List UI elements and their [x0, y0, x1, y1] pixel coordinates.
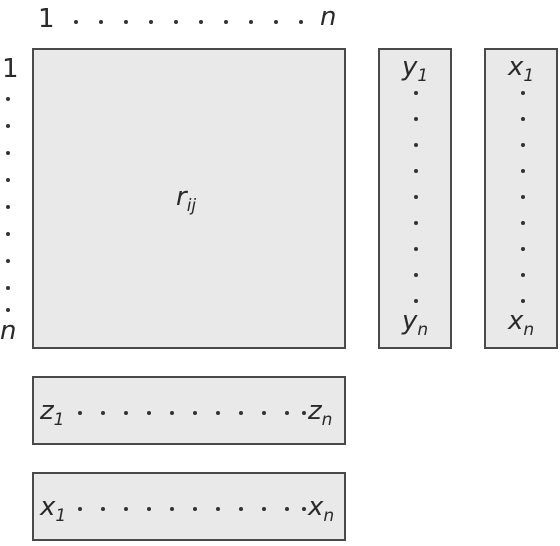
dot [124, 20, 128, 24]
column-x-first-sub: 1 [523, 66, 535, 86]
dot [414, 299, 418, 303]
column-y-first-sub: 1 [417, 66, 429, 86]
column-x-first: x1 [508, 52, 534, 85]
row-x-last: xn [308, 492, 334, 525]
dot [170, 507, 174, 511]
dot [224, 20, 228, 24]
column-x-last: xn [508, 306, 534, 339]
matrix-label: rij [176, 182, 196, 215]
dot [78, 411, 82, 415]
dot [6, 286, 10, 290]
dot [6, 124, 10, 128]
dot [6, 259, 10, 263]
dot [414, 273, 418, 277]
row-vector-z [32, 376, 346, 445]
dot [521, 299, 525, 303]
dot [101, 507, 105, 511]
column-x-last-sub: n [523, 320, 535, 340]
row-z-last-sub: n [321, 410, 333, 430]
dot [521, 195, 525, 199]
dot [274, 20, 278, 24]
dot [170, 411, 174, 415]
dot [302, 507, 306, 511]
column-y-first: y1 [402, 52, 428, 85]
dot [521, 273, 525, 277]
column-y-last-base: y [402, 306, 418, 336]
matrix-r [32, 48, 346, 349]
row-x-last-base: x [308, 492, 324, 522]
dot [6, 308, 10, 312]
dot [262, 507, 266, 511]
dot [414, 195, 418, 199]
dot [147, 411, 151, 415]
dot [6, 205, 10, 209]
row-z-first-sub: 1 [53, 410, 65, 430]
dot [239, 411, 243, 415]
row-x-first-sub: 1 [55, 506, 67, 526]
dot [285, 411, 289, 415]
row-z-first: z1 [40, 396, 64, 429]
dot [199, 20, 203, 24]
column-y-last-sub: n [417, 320, 429, 340]
matrix-symbol: r [176, 182, 187, 212]
dot [299, 20, 303, 24]
dot [6, 178, 10, 182]
dot [521, 117, 525, 121]
row-vector-x [32, 472, 346, 541]
dot [99, 20, 103, 24]
dot [101, 411, 105, 415]
dot [414, 143, 418, 147]
dot [414, 169, 418, 173]
column-y-first-base: y [402, 52, 418, 82]
dot [193, 507, 197, 511]
dot [6, 151, 10, 155]
dot [6, 232, 10, 236]
top-index-end: n [320, 2, 337, 32]
matrix-subscript: ij [186, 196, 197, 216]
dot [249, 20, 253, 24]
row-x-last-sub: n [323, 506, 335, 526]
left-index-start: 1 [2, 54, 19, 84]
dot [149, 20, 153, 24]
dot [414, 117, 418, 121]
row-z-last-base: z [308, 396, 322, 426]
dot [521, 169, 525, 173]
dot [239, 507, 243, 511]
dot [74, 20, 78, 24]
dot [414, 221, 418, 225]
dot [174, 20, 178, 24]
dot [285, 507, 289, 511]
dot [521, 247, 525, 251]
dot [78, 507, 82, 511]
row-z-first-base: z [40, 396, 54, 426]
dot [521, 91, 525, 95]
row-z-last: zn [308, 396, 332, 429]
dot [521, 143, 525, 147]
dot [124, 507, 128, 511]
column-x-first-base: x [508, 52, 524, 82]
row-x-first-base: x [40, 492, 56, 522]
dot [521, 221, 525, 225]
dot [414, 91, 418, 95]
dot [193, 411, 197, 415]
column-y-last: yn [402, 306, 428, 339]
dot [147, 507, 151, 511]
dot [414, 247, 418, 251]
top-index-start: 1 [38, 4, 55, 34]
dot [124, 411, 128, 415]
row-x-first: x1 [40, 492, 66, 525]
column-x-last-base: x [508, 306, 524, 336]
dot [216, 507, 220, 511]
dot [302, 411, 306, 415]
left-index-end: n [0, 316, 17, 346]
dot [262, 411, 266, 415]
dot [6, 97, 10, 101]
dot [216, 411, 220, 415]
